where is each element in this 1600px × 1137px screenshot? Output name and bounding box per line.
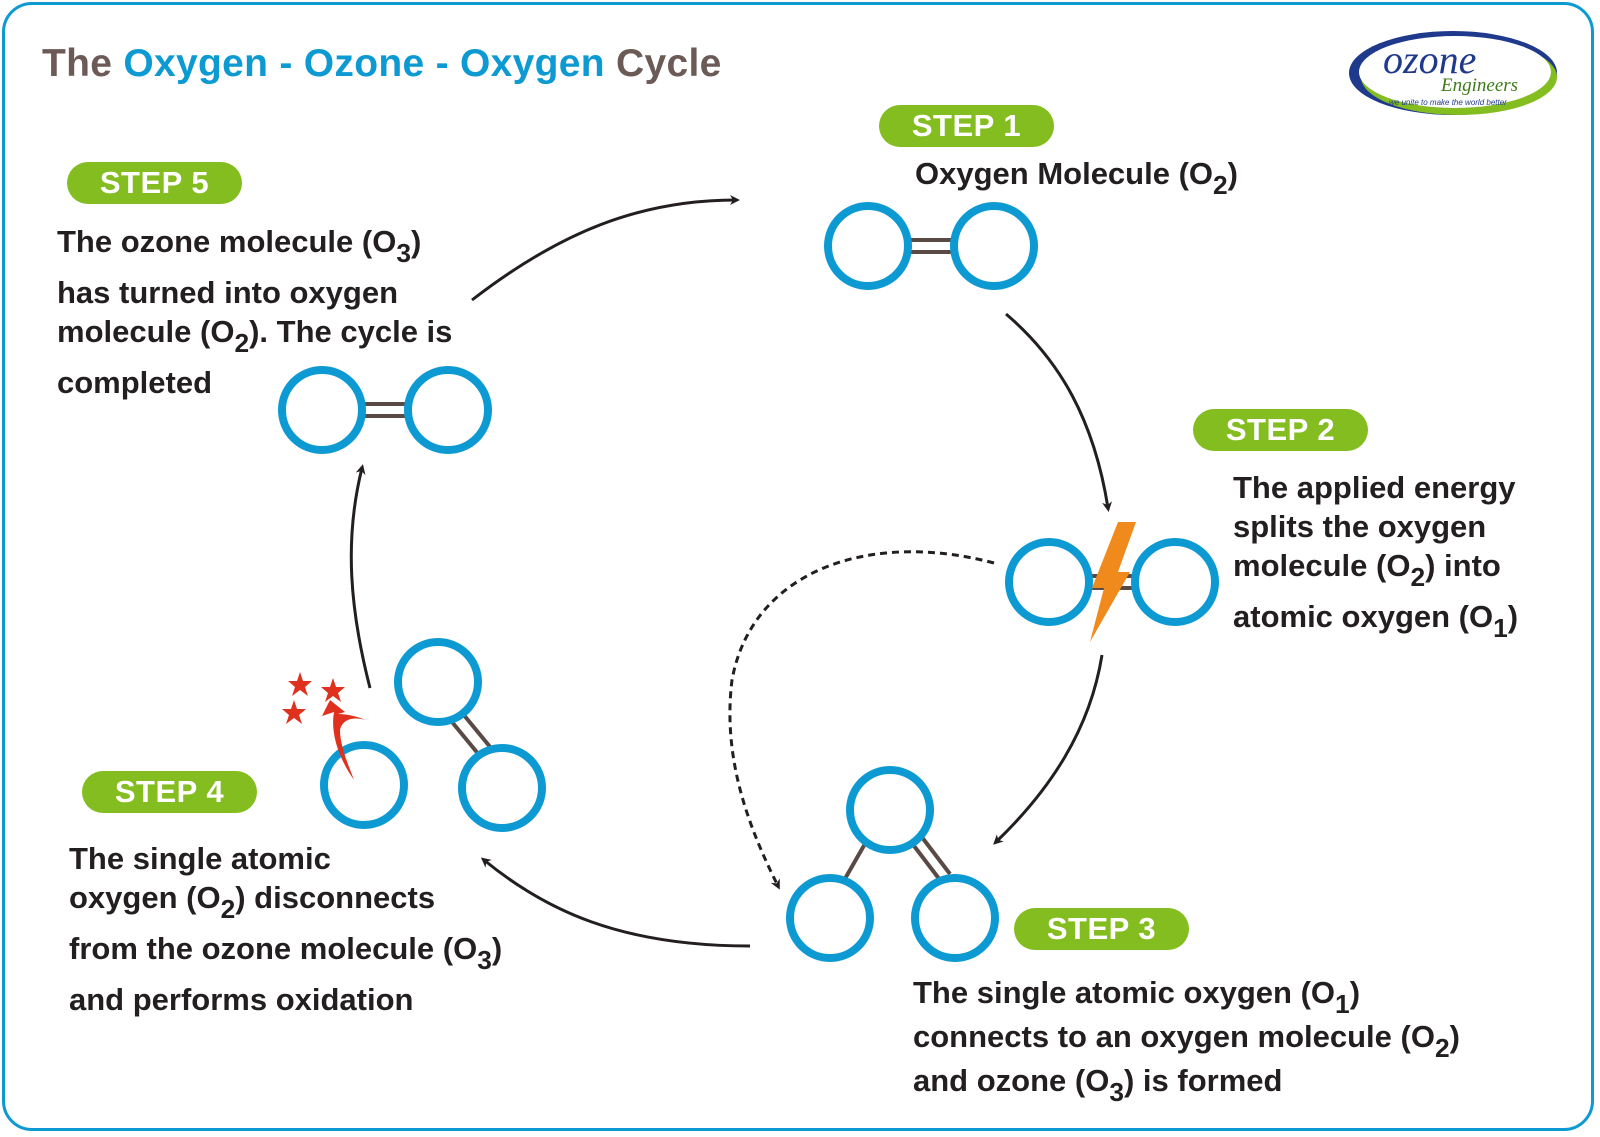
step1-text: Oxygen Molecule (O2) — [915, 156, 1238, 200]
step2-badge: STEP 2 — [1193, 409, 1368, 451]
logo-tagline: we unite to make the world better — [1389, 98, 1507, 107]
step2-line2: splits the oxygen — [1233, 509, 1487, 544]
step5-line1: The ozone molecule (O3) — [57, 224, 422, 268]
ozone-disconnecting-step4 — [320, 638, 546, 832]
step4-line1: The single atomic — [69, 841, 331, 876]
arrow-step3-to-step4 — [480, 857, 751, 948]
logo-wordmark: ozone — [1383, 37, 1476, 82]
step4-line3: from the ozone molecule (O3) — [69, 931, 503, 975]
arrow-step2-to-step3 — [993, 654, 1104, 845]
step5-line3: molecule (O2). The cycle is — [57, 314, 453, 358]
step1-line1: Oxygen Molecule (O2) — [915, 156, 1238, 200]
oxygen-molecule-step1 — [824, 202, 1038, 290]
ozone-molecule-step3 — [786, 766, 999, 962]
step3-line2: connects to an oxygen molecule (O2) — [913, 1019, 1460, 1063]
step3-badge: STEP 3 — [1014, 908, 1189, 950]
step2-line1: The applied energy — [1233, 470, 1516, 505]
step5-badge: STEP 5 — [67, 162, 242, 204]
step5-line2: has turned into oxygen — [57, 275, 399, 310]
arrow-step4-to-step5 — [349, 464, 372, 689]
step2-line3: molecule (O2) into — [1233, 548, 1501, 592]
oxygen-molecule-step5 — [278, 366, 492, 454]
oxidation-swoosh-icon — [322, 700, 366, 780]
title-part-the: The — [42, 42, 113, 85]
arrow-step1-to-step2 — [1005, 312, 1112, 512]
step5-text: The ozone molecule (O3) has turned into … — [57, 222, 452, 402]
step3-line1: The single atomic oxygen (O1) — [913, 975, 1361, 1019]
step2-text: The applied energy splits the oxygen mol… — [1233, 468, 1519, 643]
step2-line4: atomic oxygen (O1) — [1233, 599, 1519, 643]
stars-icon — [282, 672, 345, 724]
step1-badge: STEP 1 — [879, 105, 1054, 147]
title-part-cycle: Cycle — [616, 42, 722, 85]
step3-text: The single atomic oxygen (O1) connects t… — [913, 971, 1460, 1107]
step4-line4: and performs oxidation — [69, 982, 414, 1017]
step4-text: The single atomic oxygen (O2) disconnect… — [69, 839, 502, 1019]
page-title: The Oxygen - Ozone - Oxygen Cycle — [42, 42, 722, 86]
arrow-dashed-step2-to-step3 — [728, 550, 995, 890]
step4-line2: oxygen (O2) disconnects — [69, 880, 436, 924]
step4-badge: STEP 4 — [82, 771, 257, 813]
ozone-engineers-logo: ozone Engineers we unite to make the wor… — [1349, 31, 1557, 115]
step5-line4: completed — [57, 365, 213, 400]
arrow-step5-to-step1 — [471, 195, 740, 302]
step3-line3: and ozone (O3) is formed — [913, 1063, 1283, 1107]
title-part-cycle-names: Oxygen - Ozone - Oxygen — [123, 42, 605, 85]
lightning-bolt-icon — [1090, 522, 1136, 642]
logo-subtitle: Engineers — [1440, 75, 1518, 96]
